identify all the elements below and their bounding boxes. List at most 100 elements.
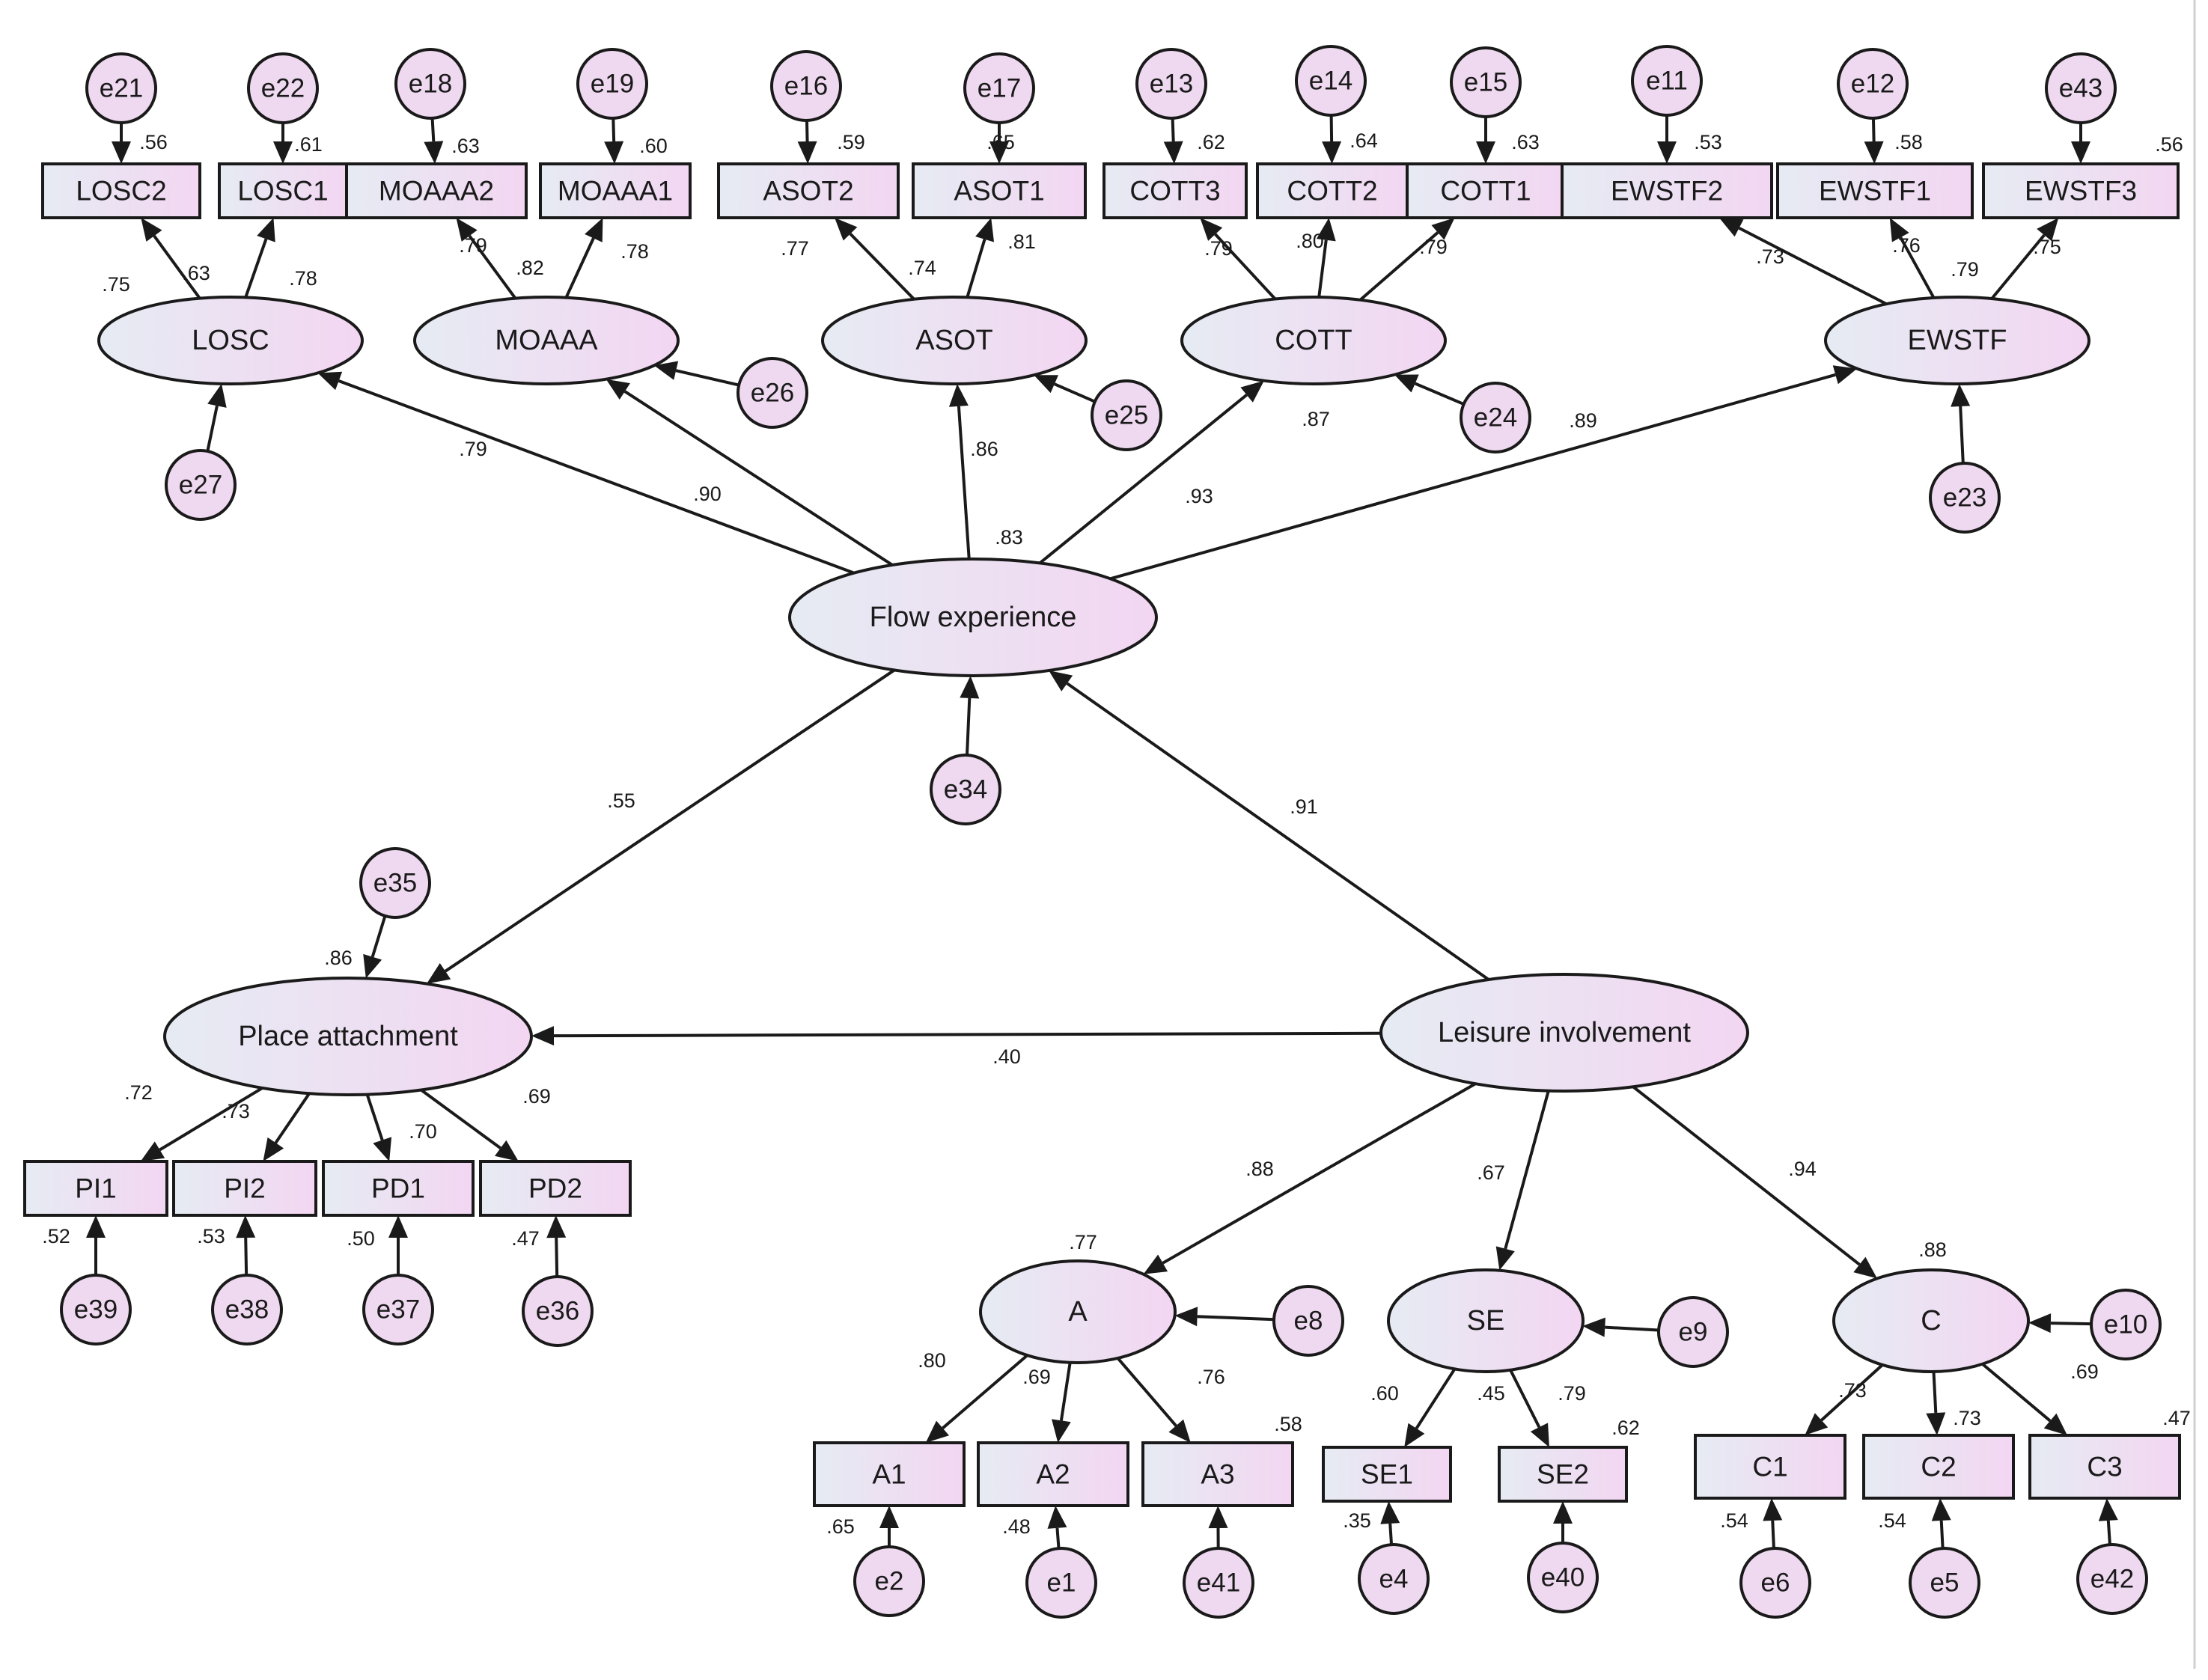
- coef-a-a2: .69: [1022, 1366, 1051, 1388]
- error-label-e11: e11: [1646, 67, 1688, 96]
- path-ewstf-to-ewstf3: [1990, 218, 2059, 300]
- r2-cott2: .64: [1349, 129, 1378, 152]
- r2-ewstf2: .53: [1694, 131, 1722, 153]
- coef-place-pi1: .72: [124, 1081, 153, 1104]
- error-e34: [930, 754, 1001, 825]
- path-leisure-to-a: [1143, 1082, 1477, 1274]
- coef-flow-asot: .86: [970, 438, 998, 460]
- coef-c-c1: .73: [1838, 1379, 1867, 1402]
- path-moaaa-to-moaaa1: [564, 218, 603, 299]
- coef-losc-losc2: .75: [102, 273, 130, 296]
- error-arrow-e39: [86, 1215, 106, 1275]
- path-a-to-a2: [1052, 1362, 1072, 1443]
- observed-label-moaaa1: MOAAA1: [558, 176, 673, 207]
- observed-label-c3: C3: [2087, 1452, 2122, 1482]
- latent-flow: [788, 558, 1158, 677]
- error-e40: [1527, 1542, 1599, 1613]
- coef-leisure-c: .94: [1788, 1158, 1817, 1180]
- observed-pd1: [322, 1160, 475, 1217]
- observed-pd2: [479, 1160, 632, 1217]
- observed-se1: [1322, 1446, 1452, 1503]
- error-e17: [963, 52, 1035, 124]
- observed-label-ewstf3: EWSTF3: [2025, 176, 2137, 207]
- latent-ewstf: [1824, 296, 2090, 385]
- observed-ewstf2: [1561, 162, 1773, 219]
- error-label-e43: e43: [2059, 74, 2102, 103]
- error-label-e21: e21: [100, 74, 143, 103]
- r2-a3: .58: [1274, 1413, 1302, 1435]
- coef-moaaa-moaaa2: .79: [459, 234, 487, 257]
- r2-asot2: .59: [837, 131, 865, 153]
- error-label-e24: e24: [1474, 403, 1517, 433]
- error-label-e15: e15: [1464, 68, 1507, 97]
- error-e39: [60, 1274, 132, 1345]
- r2-cott1: .63: [1511, 131, 1540, 153]
- coef-cott-cott3: .79: [1204, 237, 1233, 260]
- error-arrow-e22: [273, 123, 293, 164]
- r2-ewstf3: .56: [2155, 133, 2183, 156]
- error-e23: [1929, 462, 2001, 534]
- error-label-e38: e38: [225, 1295, 269, 1325]
- latent-label-leisure: Leisure involvement: [1438, 1017, 1691, 1048]
- error-arrow-e11: [1657, 115, 1677, 164]
- r2-se1: .35: [1343, 1509, 1371, 1532]
- r2-losc1: .61: [294, 133, 323, 156]
- coef-flow-place: .55: [607, 789, 635, 812]
- error-arrow-e14: [1322, 114, 1342, 164]
- error-arrow-e40: [1553, 1501, 1573, 1543]
- error-e27: [165, 449, 237, 521]
- error-label-e19: e19: [591, 70, 634, 99]
- coef-flow-moaaa: .90: [693, 483, 722, 505]
- r2-cott3: .62: [1197, 131, 1225, 153]
- r2-losc: .63: [182, 262, 210, 284]
- latent-losc: [97, 296, 364, 385]
- error-arrow-e43: [2071, 123, 2090, 164]
- error-arrow-e16: [797, 120, 817, 164]
- error-e13: [1135, 48, 1207, 120]
- coef-asot-asot1: .81: [1007, 230, 1036, 253]
- error-arrow-e38: [236, 1215, 256, 1276]
- r2-place: .86: [324, 947, 353, 969]
- coef-flow-losc: .79: [459, 438, 487, 460]
- observed-se2: [1498, 1446, 1628, 1503]
- error-arrow-e34: [960, 675, 980, 756]
- observed-moaaa1: [539, 162, 692, 219]
- error-e38: [211, 1274, 283, 1345]
- latent-label-losc: LOSC: [192, 325, 269, 356]
- coef-se-se1: .60: [1370, 1382, 1399, 1405]
- error-arrow-e42: [2098, 1498, 2118, 1545]
- observed-asot2: [717, 162, 900, 219]
- coef-ewstf-ewstf1: .76: [1892, 234, 1921, 257]
- error-arrow-e41: [1208, 1506, 1228, 1549]
- path-place-to-pi2: [263, 1093, 311, 1161]
- path-flow-to-asot: [948, 383, 971, 560]
- latent-label-se: SE: [1467, 1305, 1505, 1337]
- r2-ewstf: .79: [1951, 258, 1979, 281]
- r2-losc2: .56: [139, 131, 168, 153]
- error-e24: [1460, 382, 1531, 453]
- observed-c3: [2028, 1434, 2181, 1500]
- observed-label-pd2: PD2: [528, 1173, 582, 1204]
- observed-label-a3: A3: [1201, 1459, 1234, 1490]
- path-place-to-pd2: [420, 1088, 519, 1161]
- path-place-to-pd1: [365, 1093, 392, 1161]
- coef-se-se2: .79: [1558, 1382, 1586, 1405]
- error-label-e10: e10: [2104, 1310, 2147, 1340]
- error-e4: [1358, 1543, 1430, 1615]
- error-label-e12: e12: [1851, 70, 1894, 99]
- latent-label-ewstf: EWSTF: [1908, 325, 2007, 356]
- path-c-to-c3: [1981, 1363, 2068, 1435]
- error-arrow-e25: [1034, 375, 1096, 403]
- error-label-e23: e23: [1943, 483, 1986, 513]
- error-e2: [853, 1545, 925, 1617]
- observed-a2: [977, 1441, 1129, 1507]
- observed-label-c2: C2: [1921, 1452, 1956, 1482]
- observed-label-pi2: PI2: [224, 1173, 266, 1204]
- error-e10: [2090, 1289, 2162, 1360]
- observed-asot1: [912, 162, 1087, 219]
- path-place-to-pi1: [140, 1087, 263, 1161]
- observed-label-losc2: LOSC2: [76, 176, 166, 207]
- error-arrow-e5: [1931, 1498, 1951, 1549]
- observed-pi2: [172, 1160, 317, 1217]
- coef-place-pi2: .73: [222, 1100, 250, 1122]
